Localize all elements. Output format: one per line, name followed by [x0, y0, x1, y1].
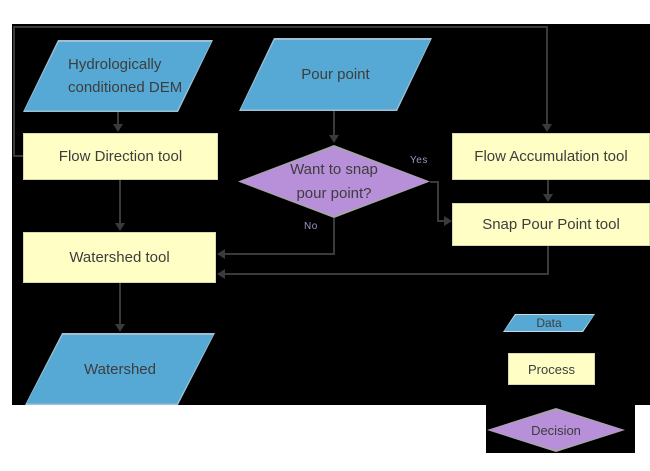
legend-item-decision: Decision	[487, 408, 625, 452]
parallelogram-fill	[26, 334, 214, 404]
legend-label: Process	[528, 361, 575, 377]
parallelogram-fill	[24, 41, 212, 111]
node-watershed-tool: Watershed tool	[23, 232, 216, 283]
node-label: Flow Direction tool	[58, 148, 183, 165]
legend-label: Data	[536, 315, 562, 330]
node-label: Want to snap pour point?	[290, 160, 378, 202]
legend-item-data: Data	[503, 314, 595, 332]
node-watershed: Watershed	[25, 333, 215, 405]
parallelogram-fill	[504, 315, 594, 331]
node-hydrologically-conditioned-dem: Hydrologically conditioned DEM	[23, 40, 213, 112]
node-label: Watershed tool	[69, 249, 170, 266]
node-snap-pour-point-tool: Snap Pour Point tool	[452, 203, 650, 246]
node-label: Pour point	[301, 66, 370, 83]
node-label: Snap Pour Point tool	[482, 216, 620, 233]
legend-item-process: Process	[508, 353, 595, 385]
legend-label: Decision	[531, 422, 581, 438]
edge-label-no: No	[304, 221, 318, 232]
node-want-to-snap-decision: Want to snap pour point?	[238, 145, 430, 218]
node-flow-accumulation-tool: Flow Accumulation tool	[452, 133, 650, 180]
node-flow-direction-tool: Flow Direction tool	[23, 133, 218, 180]
node-label: Flow Accumulation tool	[474, 148, 628, 165]
node-label: Hydrologically conditioned DEM	[68, 56, 183, 96]
parallelogram-fill	[240, 39, 431, 110]
edge-label-yes: Yes	[410, 155, 428, 166]
node-label: Watershed	[84, 360, 156, 378]
node-pour-point: Pour point	[239, 38, 432, 111]
